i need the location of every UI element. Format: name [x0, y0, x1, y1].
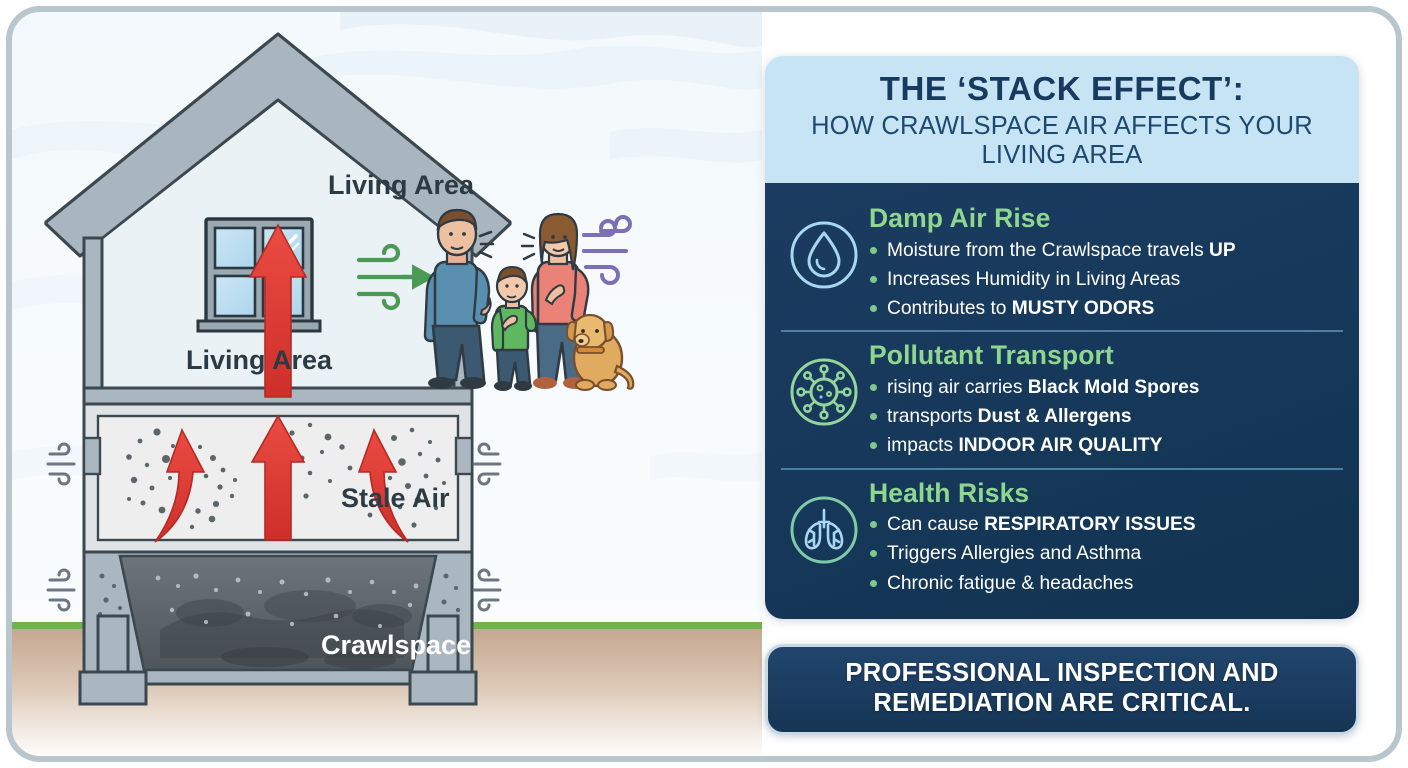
label-living-area-top: Living Area [328, 170, 475, 200]
bullet-item: Triggers Allergies and Asthma [869, 539, 1343, 568]
house-diagram-svg [10, 10, 762, 758]
bullet-text: Can cause [887, 514, 985, 536]
bullet-item: Chronic fatigue & headaches [869, 569, 1343, 598]
dog-illustration [565, 313, 635, 391]
footer-callout-banner: PROFESSIONAL INSPECTION AND REMEDIATION … [765, 644, 1359, 736]
section-pollutant-transport: Pollutant Transport rising air carries B… [781, 330, 1343, 467]
bullet-item: transports Dust & Allergens [869, 402, 1343, 431]
dust-particles-crawlspace [155, 573, 419, 628]
section-bullet-list: Can cause RESPIRATORY ISSUES Triggers Al… [869, 510, 1343, 598]
bullet-bold: INDOOR AIR QUALITY [958, 435, 1163, 457]
footer-line-1: PROFESSIONAL INSPECTION AND [845, 659, 1279, 687]
wall-vent-icon-left-upper [46, 442, 76, 486]
bullet-item: Can cause RESPIRATORY ISSUES [869, 510, 1343, 539]
foundation-piers [78, 614, 478, 706]
bullet-text: impacts [887, 435, 959, 457]
bullet-item: Moisture from the Crawlspace travels UP [869, 236, 1343, 265]
section-title: Damp Air Rise [869, 203, 1051, 234]
panel-header: THE ‘STACK EFFECT’: HOW CRAWLSPACE AIR A… [765, 56, 1359, 184]
section-health-risks: Health Risks Can cause RESPIRATORY ISSUE… [781, 467, 1343, 605]
red-rising-arrow-icon-main [248, 223, 308, 398]
info-panel-card: THE ‘STACK EFFECT’: HOW CRAWLSPACE AIR A… [765, 56, 1359, 619]
bullet-text: Triggers Allergies and Asthma [887, 543, 1142, 565]
house-cross-section-illustration: Living Area Living Area Stale Air Crawls… [10, 10, 762, 758]
bullet-text: Chronic fatigue & headaches [887, 572, 1134, 594]
section-bullet-list: Moisture from the Crawlspace travels UP … [869, 236, 1343, 324]
panel-title: THE ‘STACK EFFECT’: [879, 70, 1245, 107]
purple-wind-icon [582, 215, 632, 285]
section-title: Pollutant Transport [869, 340, 1114, 371]
bullet-text: rising air carries [887, 376, 1028, 398]
bullet-item: Contributes to MUSTY ODORS [869, 294, 1343, 323]
bullet-text: Contributes to [887, 298, 1012, 320]
infographic-canvas: Living Area Living Area Stale Air Crawls… [10, 10, 1398, 758]
figure-father [423, 208, 495, 389]
red-rising-arrow-icon-center [250, 414, 306, 541]
section-text: Pollutant Transport rising air carries B… [867, 341, 1343, 460]
bullet-bold: UP [1209, 239, 1236, 261]
label-living-area-left: Living Area [186, 345, 333, 375]
section-damp-air-rise: Damp Air Rise Moisture from the Crawlspa… [781, 195, 1343, 330]
section-text: Damp Air Rise Moisture from the Crawlspa… [867, 203, 1343, 324]
bullet-bold: Dust & Allergens [977, 406, 1132, 428]
footer-line-2: REMEDIATION ARE CRITICAL. [873, 688, 1251, 717]
panel-body: Damp Air Rise Moisture from the Crawlspa… [765, 183, 1359, 619]
figure-child [490, 265, 538, 391]
bullet-text: transports [887, 406, 978, 428]
bullet-item: impacts INDOOR AIR QUALITY [869, 431, 1343, 460]
section-text: Health Risks Can cause RESPIRATORY ISSUE… [867, 477, 1343, 598]
red-rising-arrow-icon-right [357, 428, 409, 543]
bullet-bold: RESPIRATORY ISSUES [984, 514, 1196, 536]
red-rising-arrow-icon-left [154, 428, 206, 543]
section-bullet-list: rising air carries Black Mold Spores tra… [869, 373, 1343, 461]
lungs-icon [781, 479, 867, 567]
wall-vent-icon-right-upper [472, 442, 502, 486]
family-illustration [423, 208, 635, 391]
crawlspace-zone [78, 550, 478, 706]
bullet-item: rising air carries Black Mold Spores [869, 373, 1343, 402]
wall-vent-icon-left-lower [46, 568, 76, 612]
bullet-bold: Black Mold Spores [1027, 376, 1200, 398]
water-drop-icon [781, 204, 867, 292]
green-airflow-arrow-icon [356, 243, 436, 311]
bullet-item: Increases Humidity in Living Areas [869, 265, 1343, 294]
bullet-text: Moisture from the Crawlspace travels [887, 239, 1210, 261]
label-stale-air: Stale Air [341, 483, 450, 513]
wall-vent-icon-right-lower [472, 568, 502, 612]
bullet-text: Increases Humidity in Living Areas [887, 268, 1181, 290]
section-title: Health Risks [869, 477, 1030, 508]
panel-subtitle: HOW CRAWLSPACE AIR AFFECTS YOUR LIVING A… [811, 111, 1313, 169]
virus-icon [781, 341, 867, 429]
info-panel: THE ‘STACK EFFECT’: HOW CRAWLSPACE AIR A… [762, 56, 1362, 736]
label-crawlspace: Crawlspace [321, 630, 472, 660]
dust-particles-stale-air [126, 422, 446, 530]
bullet-bold: MUSTY ODORS [1011, 298, 1155, 320]
